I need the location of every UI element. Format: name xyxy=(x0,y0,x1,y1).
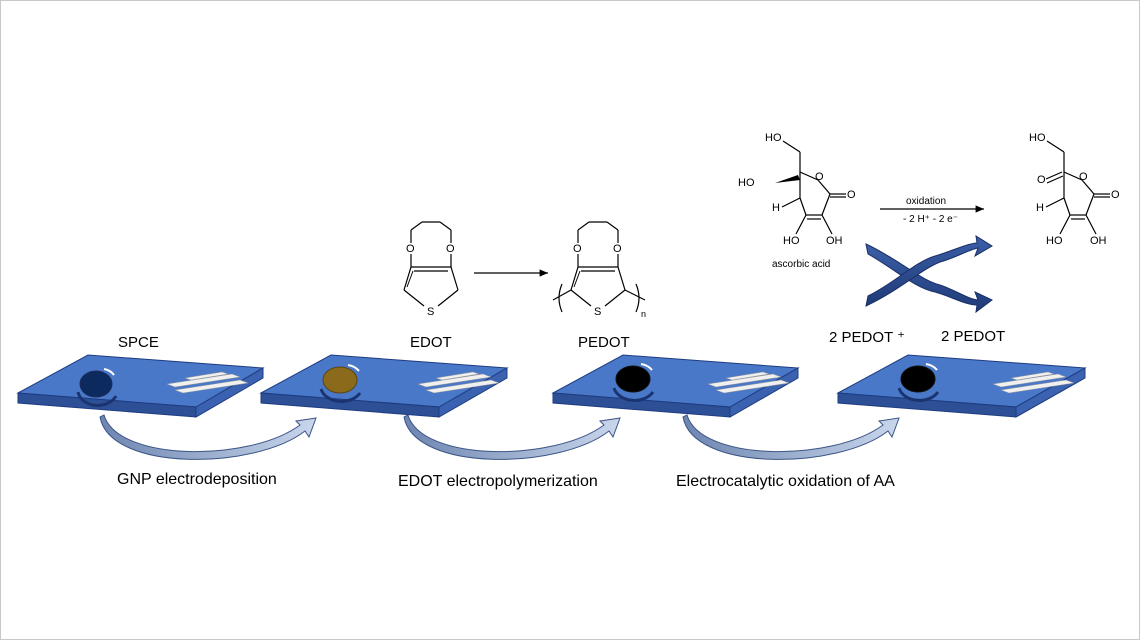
step-electrocatalytic-oxidation: Electrocatalytic oxidation of AA xyxy=(676,473,895,490)
pedot-atom-o1: O xyxy=(573,243,582,255)
electrode-pedot xyxy=(551,354,800,418)
label-pedot: PEDOT xyxy=(578,334,630,351)
pedot-atom-o2: O xyxy=(613,243,622,255)
step-edot-electropolymerization: EDOT electropolymerization xyxy=(398,473,598,490)
aa-atom-h: H xyxy=(772,202,780,214)
electrode-gnp xyxy=(259,354,509,418)
electrode-pedot-catalytic xyxy=(836,354,1087,418)
pedot-structure xyxy=(552,221,646,313)
aa-atom-o-keto: O xyxy=(847,189,856,201)
working-electrode-coating xyxy=(615,365,651,393)
dha-atom-o-ring: O xyxy=(1079,171,1088,183)
label-pedot-oxidized: 2 PEDOT ⁺ xyxy=(829,329,905,346)
label-pedot-reduced: 2 PEDOT xyxy=(941,328,1006,345)
edot-atom-s: S xyxy=(427,306,435,318)
label-spce: SPCE xyxy=(118,334,159,351)
ascorbic-acid-label: ascorbic acid xyxy=(772,259,831,270)
aa-atom-o-ring: O xyxy=(815,171,824,183)
aa-atom-ho-mid: HO xyxy=(738,177,755,189)
ascorbic-acid-structure xyxy=(775,140,846,235)
dha-atom-ho-b1: HO xyxy=(1046,235,1063,247)
working-electrode-coating xyxy=(79,370,113,398)
aa-atom-ho-top: HO xyxy=(765,132,782,144)
electrode-spce xyxy=(16,354,265,418)
step-gnp-electrodeposition: GNP electrodeposition xyxy=(117,471,277,488)
label-edot: EDOT xyxy=(410,334,452,351)
oxidation-label: oxidation xyxy=(906,196,947,207)
edot-atom-o2: O xyxy=(446,243,455,255)
pedot-atom-s: S xyxy=(594,306,602,318)
process-arrow-1 xyxy=(99,414,317,460)
dha-atom-oh-b2: OH xyxy=(1090,235,1107,247)
dehydroascorbic-acid-structure xyxy=(1045,140,1110,235)
dha-atom-ho-top: HO xyxy=(1029,132,1046,144)
aa-atom-oh-b2: OH xyxy=(826,235,843,247)
dha-atom-h: H xyxy=(1036,202,1044,214)
process-arrow-2 xyxy=(403,414,621,460)
edot-atom-o1: O xyxy=(406,243,415,255)
edot-structure xyxy=(403,221,459,307)
working-electrode-coating xyxy=(322,366,358,394)
pedot-repeat-n: n xyxy=(641,309,647,319)
working-electrode-coating xyxy=(900,365,936,393)
process-arrow-3 xyxy=(682,414,900,460)
redox-cross-arrows xyxy=(865,235,993,314)
aa-atom-ho-b1: HO xyxy=(783,235,800,247)
dha-atom-o-keto1: O xyxy=(1037,174,1046,186)
oxidation-conditions: - 2 H⁺ - 2 e⁻ xyxy=(903,214,959,225)
dha-atom-o-keto2: O xyxy=(1111,189,1120,201)
